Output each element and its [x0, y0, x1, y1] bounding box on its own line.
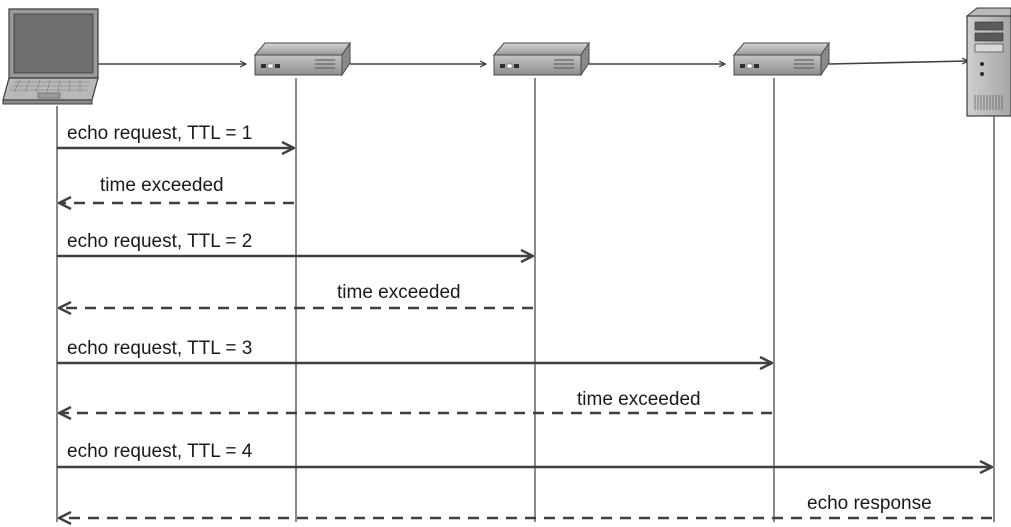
server-icon — [965, 7, 1011, 117]
message-1: echo request, TTL = 1 — [57, 123, 294, 148]
message-label: echo response — [807, 493, 932, 514]
message-7: echo request, TTL = 4 — [57, 441, 992, 467]
message-label: time exceeded — [337, 282, 461, 303]
messages: echo request, TTL = 1 time exceeded echo… — [57, 123, 992, 518]
message-label: echo request, TTL = 2 — [67, 231, 252, 252]
message-label: time exceeded — [100, 175, 224, 196]
laptop-icon — [2, 8, 99, 105]
message-label: echo request, TTL = 1 — [67, 123, 252, 144]
message-2: time exceeded — [59, 175, 294, 203]
network-path — [98, 61, 968, 64]
message-8: echo response — [59, 493, 992, 518]
router-icon — [493, 42, 590, 76]
message-5: echo request, TTL = 3 — [57, 338, 772, 363]
message-3: echo request, TTL = 2 — [57, 231, 533, 256]
message-4: time exceeded — [59, 282, 533, 308]
message-label: echo request, TTL = 4 — [67, 441, 253, 462]
router-icon — [733, 42, 830, 76]
router-icon — [254, 42, 351, 76]
lifelines — [56, 78, 995, 522]
message-6: time exceeded — [59, 389, 772, 413]
message-label: echo request, TTL = 3 — [67, 338, 252, 359]
message-label: time exceeded — [577, 389, 701, 410]
